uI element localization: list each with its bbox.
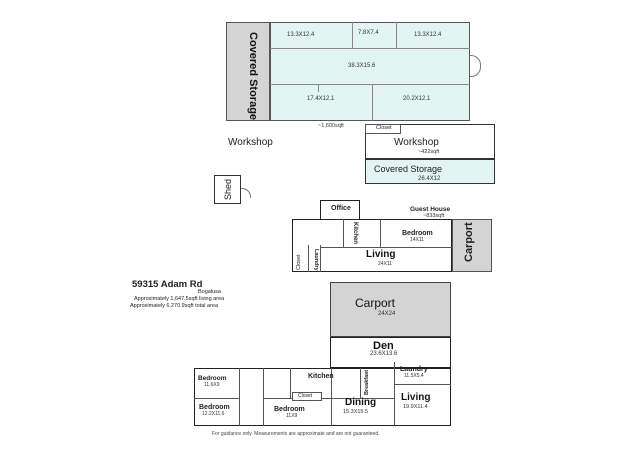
guest-house-title: Guest House	[410, 206, 451, 213]
wall	[320, 247, 452, 248]
main-laundry-label: Laundry	[400, 366, 428, 373]
room-dim: 17.4X12.1	[307, 96, 335, 102]
covered-storage-small-dim: 26.4X12	[418, 176, 441, 182]
door-swing	[241, 188, 251, 198]
guest-laundry-label: Laundry	[313, 249, 319, 271]
main-lower-block	[194, 368, 451, 426]
main-bedroom2-label: Bedroom	[199, 404, 230, 411]
room-dim: 7.8X7.4	[358, 30, 379, 36]
footer-disclaimer: For guidance only. Measurements are appr…	[212, 431, 380, 437]
main-bedroom1-dim: 11.6X9	[204, 382, 220, 388]
guest-carport	[452, 219, 492, 272]
guest-bedroom-label: Bedroom	[402, 230, 433, 237]
main-breakfast-label: Breakfast	[364, 369, 370, 395]
main-closet-label: Closet	[298, 393, 313, 399]
room-dim: 13.3X12.4	[287, 32, 315, 38]
main-dining-dim: 15.3X15.5	[343, 409, 369, 415]
guest-closet-label: Closet	[296, 254, 302, 270]
room-dim: 38.3X15.6	[348, 63, 376, 69]
workshop-small-title: Workshop	[394, 137, 439, 148]
guest-carport-label: Carport	[463, 222, 475, 262]
wall	[352, 22, 353, 48]
main-bedroom3-label: Bedroom	[274, 406, 305, 413]
main-bedroom3-dim: 11X9	[286, 413, 298, 419]
main-den-label: Den	[373, 340, 394, 352]
address-street: 59315 Adam Rd	[132, 279, 203, 290]
main-kitchen-label: Kitchen	[308, 373, 334, 380]
workshop-main-area	[270, 22, 470, 121]
wall	[372, 84, 373, 121]
main-dining-label: Dining	[345, 397, 377, 408]
address-living-area: Approximately 1,647.5sqft living area	[134, 296, 225, 302]
wall	[343, 219, 344, 247]
wall	[263, 368, 264, 426]
main-bedroom2-dim: 12.2X11.6	[202, 411, 225, 417]
wall	[308, 245, 309, 272]
guest-living-label: Living	[366, 249, 396, 260]
workshop-main-area-sqft: ~1,600sqft	[318, 123, 344, 129]
main-den-dim: 23.6X13.6	[370, 351, 398, 357]
wall	[194, 398, 239, 399]
closet-label: Closet	[376, 125, 392, 131]
workshop-small-sqft: ~422sqft	[418, 149, 440, 155]
wall	[290, 368, 291, 398]
workshop-title: Workshop	[228, 137, 273, 148]
main-bedroom1-label: Bedroom	[198, 375, 227, 382]
main-living-dim: 19.9X11.4	[403, 404, 428, 410]
wall	[320, 245, 321, 272]
wall	[396, 22, 397, 48]
main-carport-dim: 24X24	[378, 311, 396, 317]
wall	[394, 362, 395, 426]
covered-storage-label: Covered Storage	[247, 32, 259, 121]
door-swing	[470, 55, 481, 66]
guest-kitchen-label: Kitchen	[352, 222, 358, 245]
wall	[239, 368, 240, 426]
door-swing	[470, 66, 481, 77]
wall	[380, 219, 381, 247]
main-den	[330, 337, 451, 368]
guest-office-label: Office	[331, 205, 351, 212]
main-carport-label: Carport	[355, 296, 396, 310]
covered-storage-strip	[226, 22, 270, 121]
covered-storage-small-label: Covered Storage	[374, 164, 443, 174]
room-dim: 13.3X12.4	[414, 32, 442, 38]
main-laundry-dim: 11.5X5.4	[404, 373, 424, 379]
guest-bedroom-dim: 14X11	[410, 237, 425, 243]
wall	[270, 84, 470, 85]
shed-label: Shed	[223, 178, 233, 200]
wall	[318, 84, 319, 92]
guest-house-body	[292, 219, 452, 272]
wall	[270, 48, 470, 49]
wall	[360, 368, 361, 398]
covered-storage-small	[365, 159, 495, 184]
shed	[214, 175, 241, 204]
main-carport	[330, 282, 451, 337]
main-living-label: Living	[401, 392, 431, 403]
wall	[331, 368, 332, 426]
guest-house-sqft: ~833sqft	[423, 213, 445, 219]
main-closet	[292, 392, 322, 401]
address-city: Bogalusa	[198, 289, 221, 295]
guest-living-dim: 24X11	[378, 261, 393, 267]
wall	[331, 398, 394, 399]
address-total-area: Approximately 6,270.9sqft total area	[130, 303, 219, 309]
closet	[365, 124, 401, 134]
room-dim: 20.2X12.1	[403, 96, 431, 102]
wall	[394, 384, 451, 385]
